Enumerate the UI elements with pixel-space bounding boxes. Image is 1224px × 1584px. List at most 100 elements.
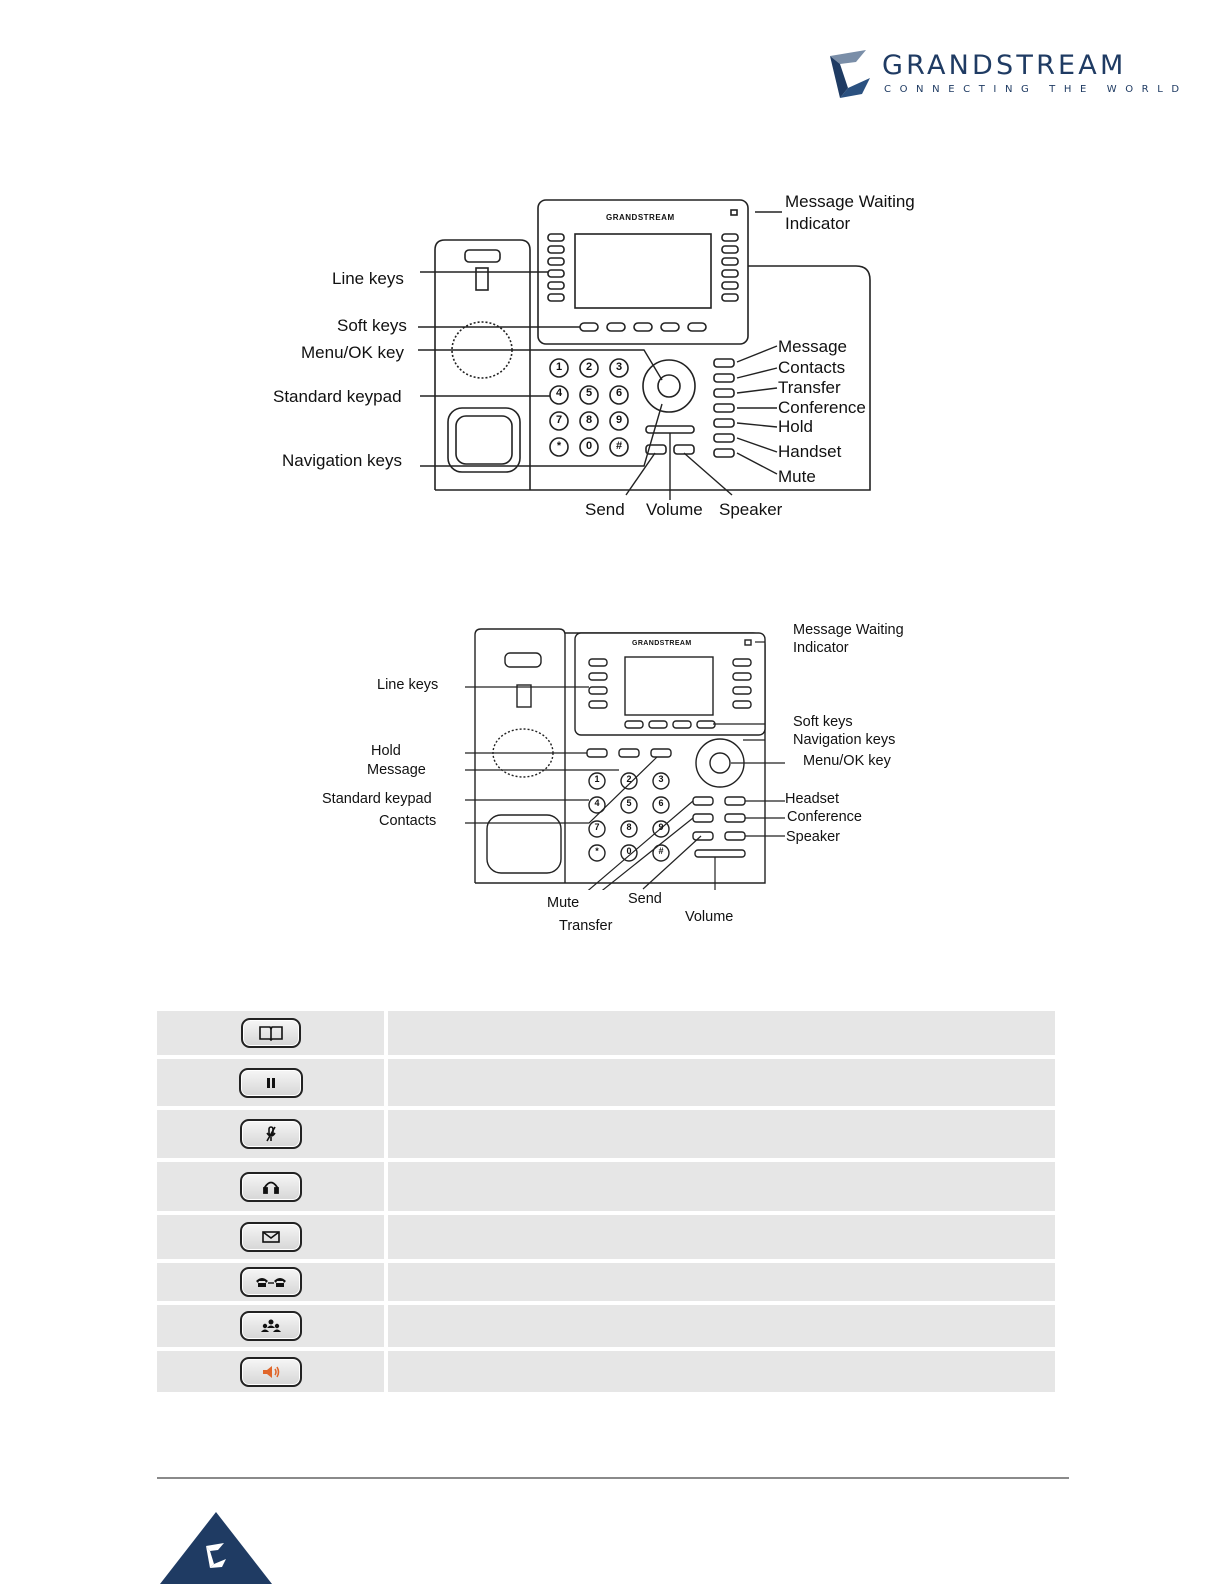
phone2-volume-bar [694,849,746,858]
d2-label-mwi-1: Message Waiting [793,622,904,638]
d1-label-hold: Hold [778,417,813,436]
d1-label-conference: Conference [778,398,866,417]
phone2-menu-ok-key [709,752,731,774]
keypad-key-label: 5 [626,798,632,808]
keypad-key-label: * [556,439,562,452]
keypad-key-label: 7 [594,822,600,832]
phone1-earpiece [447,407,521,473]
d2-device-brand: GRANDSTREAM [632,640,692,647]
d1-label-mwi-1: Message Waiting [785,192,915,211]
phone1-line-keys [547,233,739,302]
keypad-key-label: 9 [615,413,623,426]
d2-label-transfer: Transfer [559,918,613,934]
contacts-book-icon [240,1018,301,1048]
keypad-key-label: 6 [658,798,664,808]
key-row-hold [157,1059,1055,1106]
d2-label-volume: Volume [685,909,734,925]
phone2-mwi-led [744,639,752,646]
d2-label-send: Send [628,891,662,907]
phone2-hook-post [516,684,532,708]
keypad-key-label: 8 [585,413,593,426]
keypad-key-label: 1 [594,774,600,784]
key-row-contacts [157,1011,1055,1055]
phone-diagram-1 [418,199,871,500]
d2-label-line-keys: Line keys [377,677,439,693]
keypad-key-label: # [658,846,664,856]
key-row-mute [157,1110,1055,1158]
message-envelope-icon [239,1222,302,1252]
d2-label-conference: Conference [787,809,862,825]
d1-label-contacts: Contacts [778,358,846,377]
phone2-callout-lines [465,641,785,890]
conference-people-icon [239,1311,302,1341]
d2-label-contacts: Contacts [379,813,437,829]
phone2-keypad [588,772,670,862]
keypad-key-label: 5 [585,387,593,400]
phone1-screen [574,233,712,309]
key-row-transfer [157,1263,1055,1301]
key-row-speaker [157,1351,1055,1392]
phone2-earpiece [486,814,562,874]
logo-wordmark: GRANDSTREAM [882,50,1127,81]
phone1-callout-lines [418,211,782,500]
d1-label-menu-ok: Menu/OK key [301,343,404,362]
key-icon-table [157,1011,1055,1396]
d2-label-mute: Mute [547,895,580,911]
phone1-base [435,265,871,491]
phone1-keypad [549,358,629,457]
key-row-conference [157,1305,1055,1347]
phone1-send-key [645,444,667,455]
phone1-speaker-key [673,444,695,455]
phone1-menu-ok-key [657,374,681,398]
phone1-mwi-led [730,209,738,216]
phone2-screen [624,656,714,716]
footer-brand-mark-icon [160,1512,272,1584]
key-row-message [157,1215,1055,1259]
grandstream-logo-icon [830,50,870,98]
phone2-handset [474,628,566,883]
phone2-top-keys [586,748,672,758]
d1-label-mwi-2: Indicator [785,214,851,233]
d1-label-message: Message [778,337,847,356]
keypad-key-label: 3 [615,361,623,373]
keypad-key-label: 4 [594,798,600,808]
d1-device-brand: GRANDSTREAM [606,213,675,222]
phone1-navigation-keys [642,359,696,413]
keypad-key-label: 7 [555,413,563,426]
phone2-hook [504,652,542,668]
d2-label-menu-ok: Menu/OK key [803,753,891,769]
d2-label-hold: Hold [371,743,401,759]
d2-label-speaker: Speaker [786,829,841,845]
phone1-function-keys [713,358,735,458]
keypad-key-label: 6 [615,387,623,400]
phone2-function-keys [692,796,746,841]
mute-mic-icon [239,1119,302,1149]
phone1-hook-post [475,267,489,291]
phone2-line-keys [588,658,752,709]
phone2-display-panel [574,632,766,736]
d1-label-soft-keys: Soft keys [337,316,407,335]
keypad-key-label: 3 [658,774,664,784]
d1-label-speaker: Speaker [719,500,783,519]
keypad-key-label: 8 [626,822,632,832]
footer-divider [157,1477,1069,1479]
phone1-handset [434,239,531,490]
d1-label-navigation-keys: Navigation keys [282,451,403,470]
phone-diagram-2 [465,628,785,890]
keypad-key-label: 2 [585,361,593,373]
keypad-key-label: 0 [585,439,593,452]
d1-label-transfer: Transfer [778,378,841,397]
d2-label-message: Message [367,762,426,778]
d2-label-mwi-2: Indicator [793,640,849,656]
d1-label-mute: Mute [778,467,816,486]
logo-tagline: CONNECTING THE WORLD [884,84,1188,95]
keypad-key-label: 4 [555,387,563,400]
d2-label-navigation-keys: Navigation keys [793,732,896,748]
keypad-key-label: 9 [658,822,664,832]
d2-label-soft-keys: Soft keys [793,714,853,730]
d2-label-standard-keypad: Standard keypad [322,791,432,807]
d1-label-volume: Volume [646,500,703,519]
keypad-key-label: * [595,846,599,856]
keypad-key-label: # [615,439,623,452]
key-row-headset [157,1162,1055,1211]
